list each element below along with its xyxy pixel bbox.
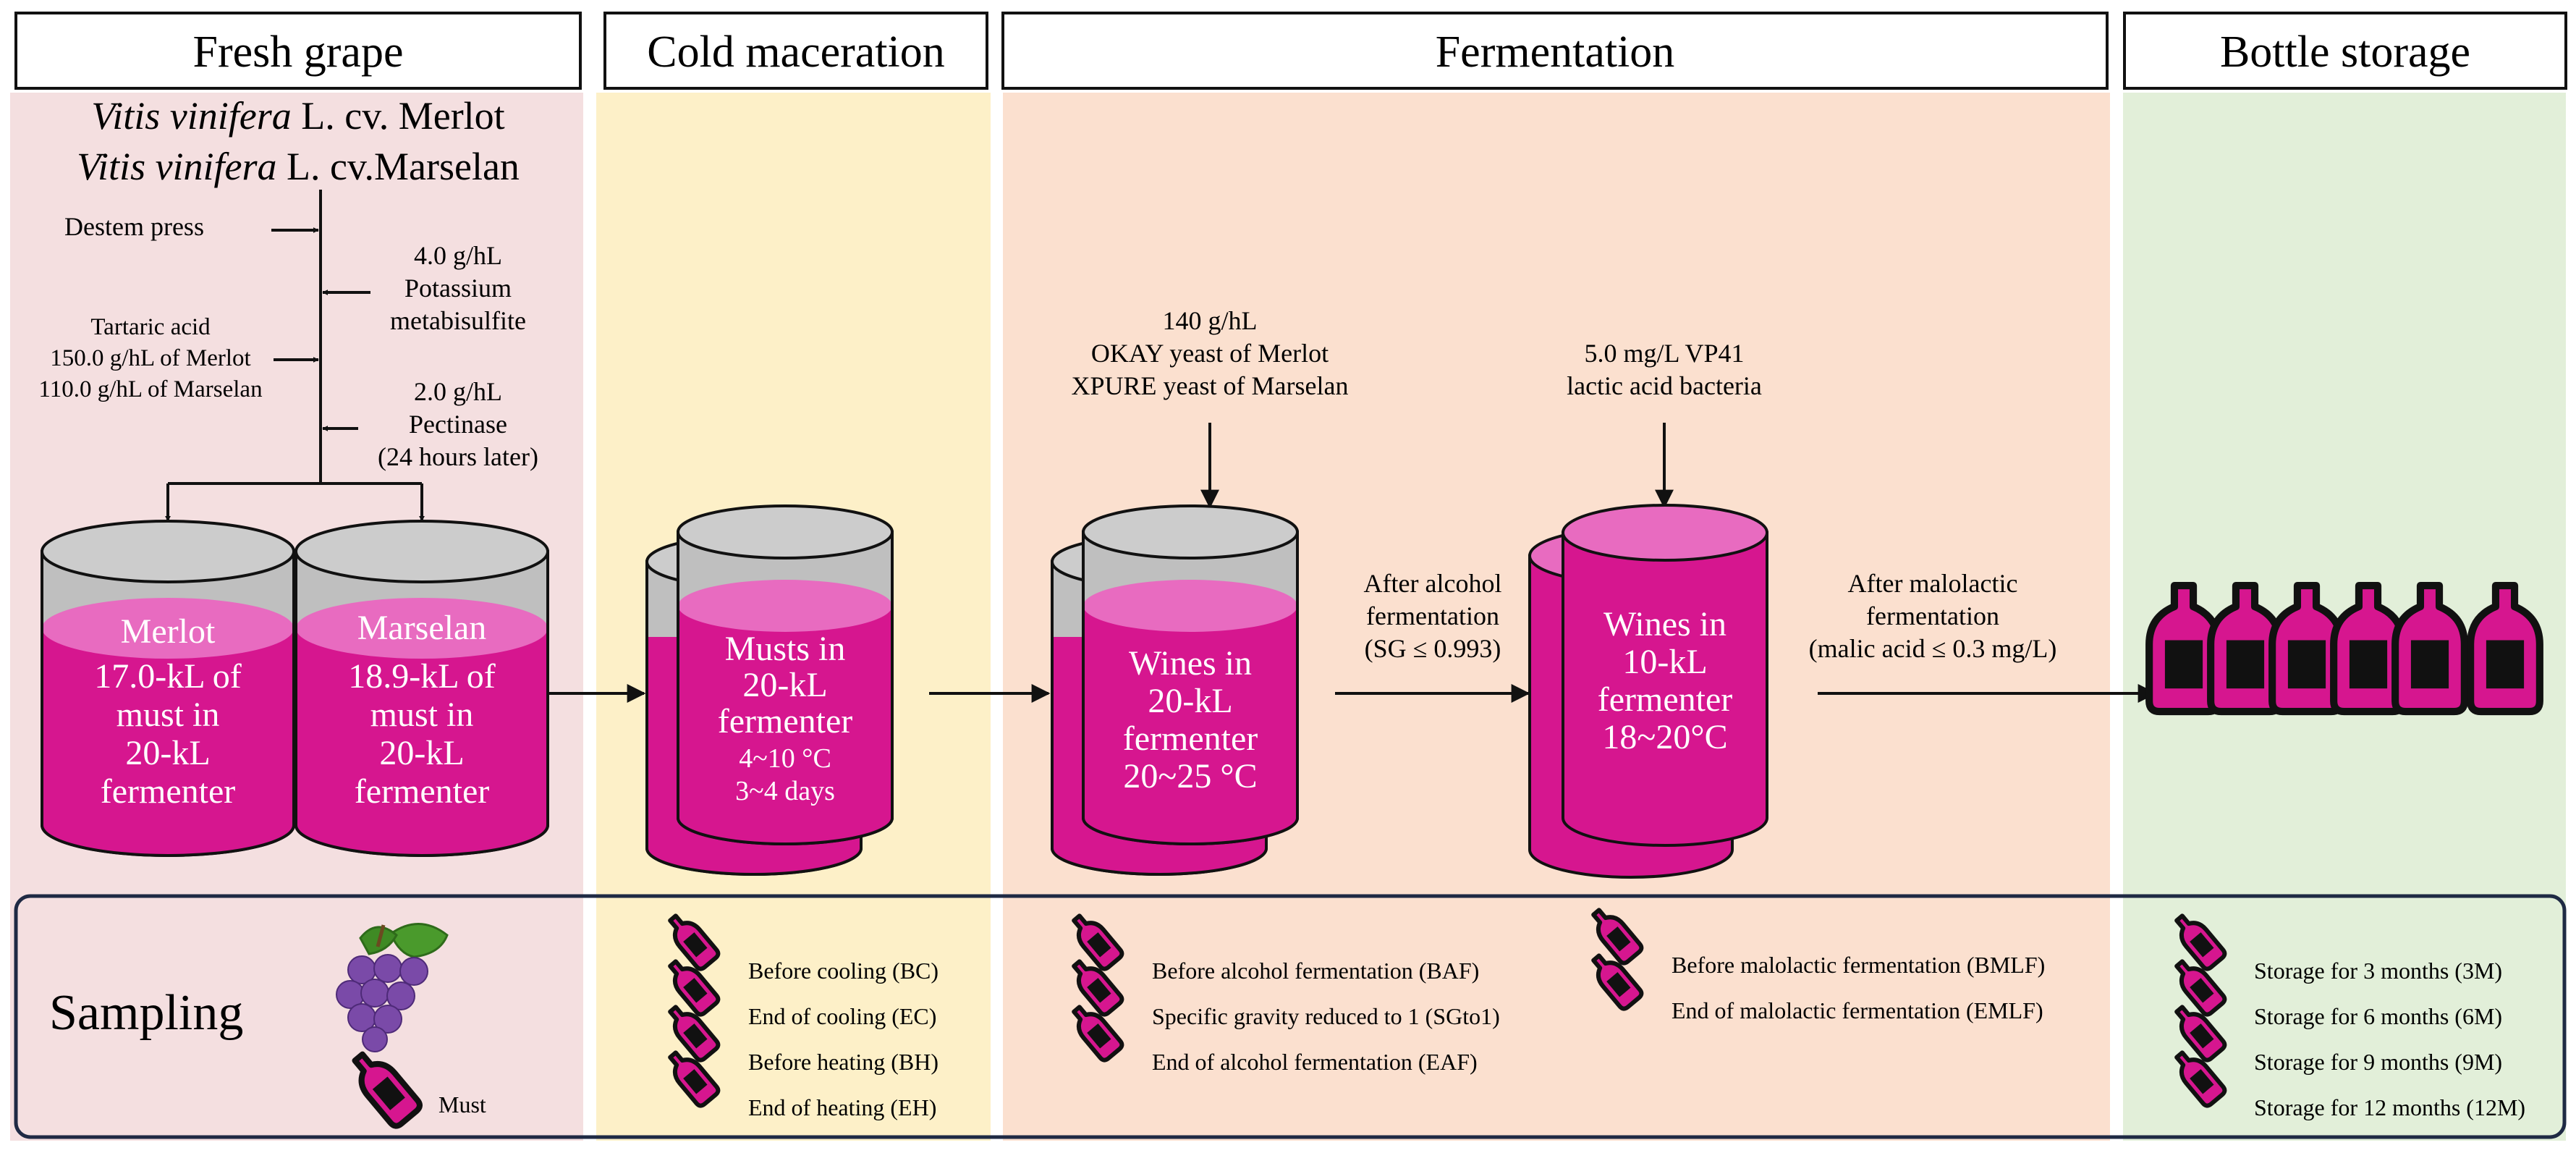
sampling-storage-item: Storage for 3 months (3M) [2254, 958, 2502, 984]
after-alcohol-sg: (SG ≤ 0.993) [1365, 634, 1501, 663]
merlot-tank-fermenter: fermenter [101, 772, 236, 811]
cold-tank-l1: Musts in [725, 630, 846, 668]
lab-dose: 5.0 mg/L VP41 [1584, 339, 1744, 368]
cold-tank-l2: 20-kL [742, 666, 827, 704]
cold-tank-duration: 3~4 days [735, 776, 835, 806]
alcohol-tank-temp: 20~25 °C [1123, 757, 1257, 795]
marselan-tank-fermenter: fermenter [355, 772, 490, 811]
marselan-tank-size: 20-kL [379, 734, 464, 772]
alcohol-tank-l2: 20-kL [1148, 682, 1232, 720]
so2-name-1: Potassium [404, 274, 512, 303]
destem-press-label: Destem press [64, 212, 204, 241]
tartaric-acid-marselan: 110.0 g/hL of Marselan [38, 376, 262, 402]
merlot-tank-must: must in [116, 696, 220, 734]
sampling-storage-item: Storage for 12 months (12M) [2254, 1094, 2525, 1120]
cold-maceration-tank-front [677, 504, 894, 845]
so2-dose: 4.0 g/hL [414, 241, 502, 270]
sampling-alcohol-item: End of alcohol fermentation (EAF) [1152, 1049, 1478, 1075]
tartaric-acid-label: Tartaric acid [90, 314, 211, 340]
sampling-panel [14, 894, 2567, 1139]
sampling-must: Must [438, 1091, 486, 1118]
lab-name: lactic acid bacteria [1567, 371, 1762, 400]
pectinase-timing: (24 hours later) [378, 442, 538, 471]
header-bottle-storage: Bottle storage [2220, 28, 2470, 77]
sampling-cold-item: Before cooling (BC) [748, 958, 939, 984]
merlot-tank [41, 520, 295, 857]
yeast-dose: 140 g/hL [1163, 306, 1258, 335]
after-mlf-l2: fermentation [1866, 601, 1999, 630]
merlot-tank-name: Merlot [121, 612, 216, 651]
cultivar-marselan: Vitis vinifera L. cv.Marselan [77, 145, 520, 188]
header-box-fermentation [1001, 12, 2109, 90]
mlf-tank-l2: 10-kL [1622, 643, 1707, 681]
sampling-storage-item: Storage for 9 months (9M) [2254, 1049, 2502, 1075]
alcohol-fermenter-front [1082, 504, 1299, 845]
mlf-tank-l3: fermenter [1598, 680, 1733, 719]
mlf-tank-temp: 18~20°C [1602, 718, 1727, 756]
after-mlf-malic: (malic acid ≤ 0.3 mg/L) [1809, 634, 2057, 663]
pectinase-name: Pectinase [409, 410, 507, 439]
marselan-tank-name: Marselan [357, 609, 487, 647]
cold-tank-l3: fermenter [718, 702, 853, 740]
so2-name-2: metabisulfite [390, 306, 526, 335]
grape-icon [336, 923, 449, 1052]
marselan-tank-must: must in [370, 696, 474, 734]
yeast-marselan: XPURE yeast of Marselan [1072, 371, 1349, 400]
merlot-tank-size: 20-kL [125, 734, 210, 772]
yeast-merlot: OKAY yeast of Merlot [1091, 339, 1329, 368]
sampling-mlf-item: Before malolactic fermentation (BMLF) [1672, 952, 2045, 978]
sampling-alcohol-item: Before alcohol fermentation (BAF) [1152, 958, 1479, 984]
header-box-fresh-grape [14, 12, 582, 90]
sampling-mlf-item: End of malolactic fermentation (EMLF) [1672, 997, 2043, 1023]
sampling-cold-item: Before heating (BH) [748, 1049, 939, 1075]
after-alcohol-l1: After alcohol [1364, 569, 1502, 598]
sampling-alcohol-item: Specific gravity reduced to 1 (SGto1) [1152, 1003, 1500, 1029]
pectinase-dose: 2.0 g/hL [414, 377, 502, 406]
sampling-title: Sampling [49, 985, 243, 1041]
header-fermentation: Fermentation [1436, 28, 1675, 77]
cultivar-merlot: Vitis vinifera L. cv. Merlot [91, 94, 504, 138]
header-box-cold-maceration [603, 12, 988, 90]
alcohol-tank-l1: Wines in [1129, 644, 1252, 683]
tartaric-acid-merlot: 150.0 g/hL of Merlot [50, 345, 250, 371]
header-fresh-grape: Fresh grape [193, 28, 404, 77]
mlf-tank-l1: Wines in [1603, 605, 1726, 643]
sampling-cold-item: End of cooling (EC) [748, 1003, 936, 1029]
header-cold-maceration: Cold maceration [647, 28, 944, 77]
sampling-storage-item: Storage for 6 months (6M) [2254, 1003, 2502, 1029]
marselan-tank-volume: 18.9-kL of [348, 657, 496, 696]
header-box-bottle-storage [2123, 12, 2567, 90]
after-mlf-l1: After malolactic [1848, 569, 2018, 598]
after-alcohol-l2: fermentation [1366, 601, 1499, 630]
mlf-fermenter-front [1562, 504, 1768, 847]
cold-tank-temp: 4~10 °C [739, 743, 831, 774]
marselan-tank [295, 520, 549, 857]
alcohol-tank-l3: fermenter [1123, 719, 1258, 758]
merlot-tank-volume: 17.0-kL of [94, 657, 242, 696]
sampling-cold-item: End of heating (EH) [748, 1094, 936, 1120]
